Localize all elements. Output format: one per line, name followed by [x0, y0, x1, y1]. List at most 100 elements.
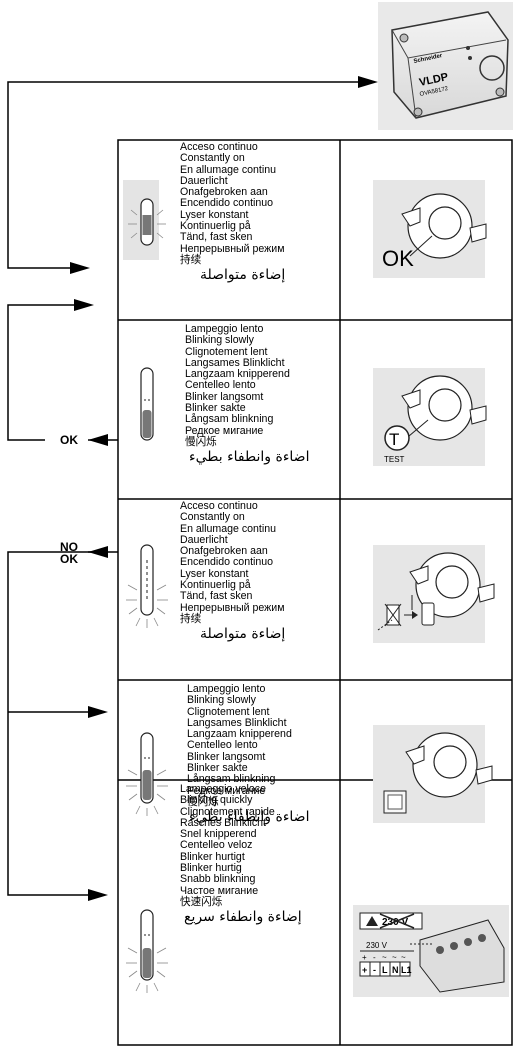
test-button-caption: TEST	[384, 455, 405, 464]
row-4-line: Blinker langsomt	[187, 750, 266, 763]
row-5-line: Clignotement rapide	[180, 805, 275, 818]
no-ok-label-line1: NO	[60, 540, 78, 554]
row-3-line: Dauerlicht	[180, 533, 228, 546]
arrow-heads	[70, 76, 378, 901]
arrow-from-row-1	[74, 299, 94, 311]
terminal-mark-4: ~	[392, 953, 397, 962]
arrow-to-row-4	[88, 706, 108, 718]
ok-label: OK	[60, 433, 78, 447]
row-4-line: Blinker sakte	[187, 762, 248, 775]
row-4-arabic: اضاءة وانطفاء بطيء	[189, 809, 310, 826]
row-2-line: Långsam blinkning	[185, 413, 274, 426]
row-3-arabic: إضاءة متواصلة	[200, 626, 286, 643]
terminal-3: L	[382, 965, 388, 975]
row-5-line: Snabb blinkning	[180, 873, 256, 886]
row-4-line: Centelleo lento	[187, 739, 258, 752]
row-2-line: Редкое мигание	[185, 424, 264, 437]
row-3-line: Acceso continuo	[180, 500, 258, 512]
device-model: VLDP	[418, 71, 449, 89]
row-5-line: Snel knipperend	[180, 828, 257, 841]
row-5-arabic: إضاءة وانطفاء سريع	[184, 909, 302, 926]
illustration-row-1-ok: OK	[373, 180, 487, 278]
row-3-line: Encendido continuo	[180, 556, 274, 569]
arrow-to-row-5	[88, 889, 108, 901]
row-2-line: Blinking slowly	[185, 334, 254, 347]
row-3-line: En allumage continu	[180, 522, 276, 535]
row-1-line: Непрерывный режим	[180, 242, 285, 255]
row-4-line: Langzaam knipperend	[187, 728, 292, 741]
row-5-line: Частое мигание	[180, 884, 259, 897]
row-1-arabic: إضاءة متواصلة	[200, 267, 286, 284]
terminal-5: L1	[401, 965, 412, 975]
row-2-text: Lampeggio lento Blinking slowly Clignote…	[185, 323, 310, 466]
row-1-line: Kontinuerlig på	[180, 220, 251, 233]
row-5-line: Lampeggio veloce	[180, 783, 266, 795]
row-5-line: Rasches Blinklicht	[180, 816, 266, 829]
row-5-line: Blinker hurtigt	[180, 850, 245, 863]
flow-connectors	[7, 81, 362, 896]
row-1-text: Acceso continuo Constantly on En allumag…	[180, 141, 286, 284]
row-1-line: Onafgebroken aan	[180, 186, 268, 199]
test-button-letter: T	[389, 430, 399, 449]
terminal-mark-3: ~	[382, 953, 387, 962]
illustration-row-5-wiring: 230 V 230 V + - L N L1 + - ~ ~ ~	[353, 905, 509, 997]
row-2-line: Centelleo lento	[185, 379, 256, 392]
led-icon-row-1	[123, 180, 166, 260]
terminal-4: N	[392, 965, 399, 975]
row-1-line: 持续	[180, 253, 202, 266]
row-2-line: Langzaam knipperend	[185, 368, 290, 381]
row-3-line: Lyser konstant	[180, 567, 249, 580]
row-2-line: Blinker langsomt	[185, 390, 264, 403]
row-2-arabic: اضاءة وانطفاء بطيء	[189, 449, 310, 466]
row-3-text: Acceso continuo Constantly on En allumag…	[180, 500, 286, 643]
step-table	[117, 139, 513, 1046]
illustration-ok-text: OK	[382, 246, 414, 271]
device-photo: Schneider VLDP OVA58172	[378, 2, 513, 130]
terminal-1: +	[362, 965, 367, 975]
row-1-line: Tänd, fast sken	[180, 231, 253, 244]
voltage-caption: 230 V	[366, 941, 388, 950]
row-5-text: Lampeggio veloce Blinking quickly Cligno…	[180, 783, 302, 926]
led-icon-row-2	[140, 367, 154, 441]
row-4-line: Редкое мигание	[187, 784, 266, 797]
illustration-row-2-test: T TEST	[373, 368, 487, 466]
led-icon-row-5	[126, 909, 168, 993]
row-3-line: Tänd, fast sken	[180, 590, 253, 603]
row-4-line: Clignotement lent	[187, 705, 270, 718]
illustration-row-3-battery	[373, 545, 495, 643]
row-3-line: Kontinuerlig på	[180, 579, 251, 592]
row-1-line: Encendido continuo	[180, 197, 274, 210]
row-3-line: 持续	[180, 612, 202, 625]
row-4-line: Långsam blinkning	[187, 773, 276, 786]
terminal-mark-5: ~	[401, 953, 406, 962]
row-2-line: Blinker sakte	[185, 402, 246, 415]
row-3-line: Непрерывный режим	[180, 601, 285, 614]
row-5-line: Blinking quickly	[180, 794, 253, 807]
row-1-line: Dauerlicht	[180, 174, 228, 187]
row-4-line: Blinking slowly	[187, 694, 256, 707]
row-5-line: Centelleo veloz	[180, 839, 253, 852]
row-2-line: Lampeggio lento	[185, 323, 264, 335]
row-4-text: Lampeggio lento Blinking slowly Clignote…	[187, 683, 310, 826]
row-4-line: Langsames Blinklicht	[187, 716, 287, 729]
terminal-mark-1: +	[362, 953, 367, 962]
row-1-line: Lyser konstant	[180, 208, 249, 221]
row-2-line: 慢闪烁	[185, 435, 217, 448]
led-icon-row-4	[126, 732, 168, 816]
arrow-to-row-1	[70, 262, 90, 274]
row-5-line: Blinker hurtig	[180, 862, 242, 875]
row-5-line: 快速闪烁	[180, 895, 223, 908]
terminal-2: -	[373, 965, 376, 975]
row-1-line: En allumage continu	[180, 163, 276, 176]
row-1-line: Acceso continuo	[180, 141, 258, 153]
row-4-line: 慢闪烁	[187, 795, 219, 808]
arrow-to-device	[358, 76, 378, 88]
terminal-mark-2: -	[373, 953, 376, 962]
led-icon-row-3	[126, 544, 168, 628]
row-2-line: Langsames Blinklicht	[185, 356, 285, 369]
row-3-line: Onafgebroken aan	[180, 545, 268, 558]
illustration-row-4-button	[373, 725, 493, 823]
row-3-line: Constantly on	[180, 511, 245, 524]
no-ok-label-line2: OK	[60, 552, 78, 566]
row-2-line: Clignotement lent	[185, 345, 268, 358]
